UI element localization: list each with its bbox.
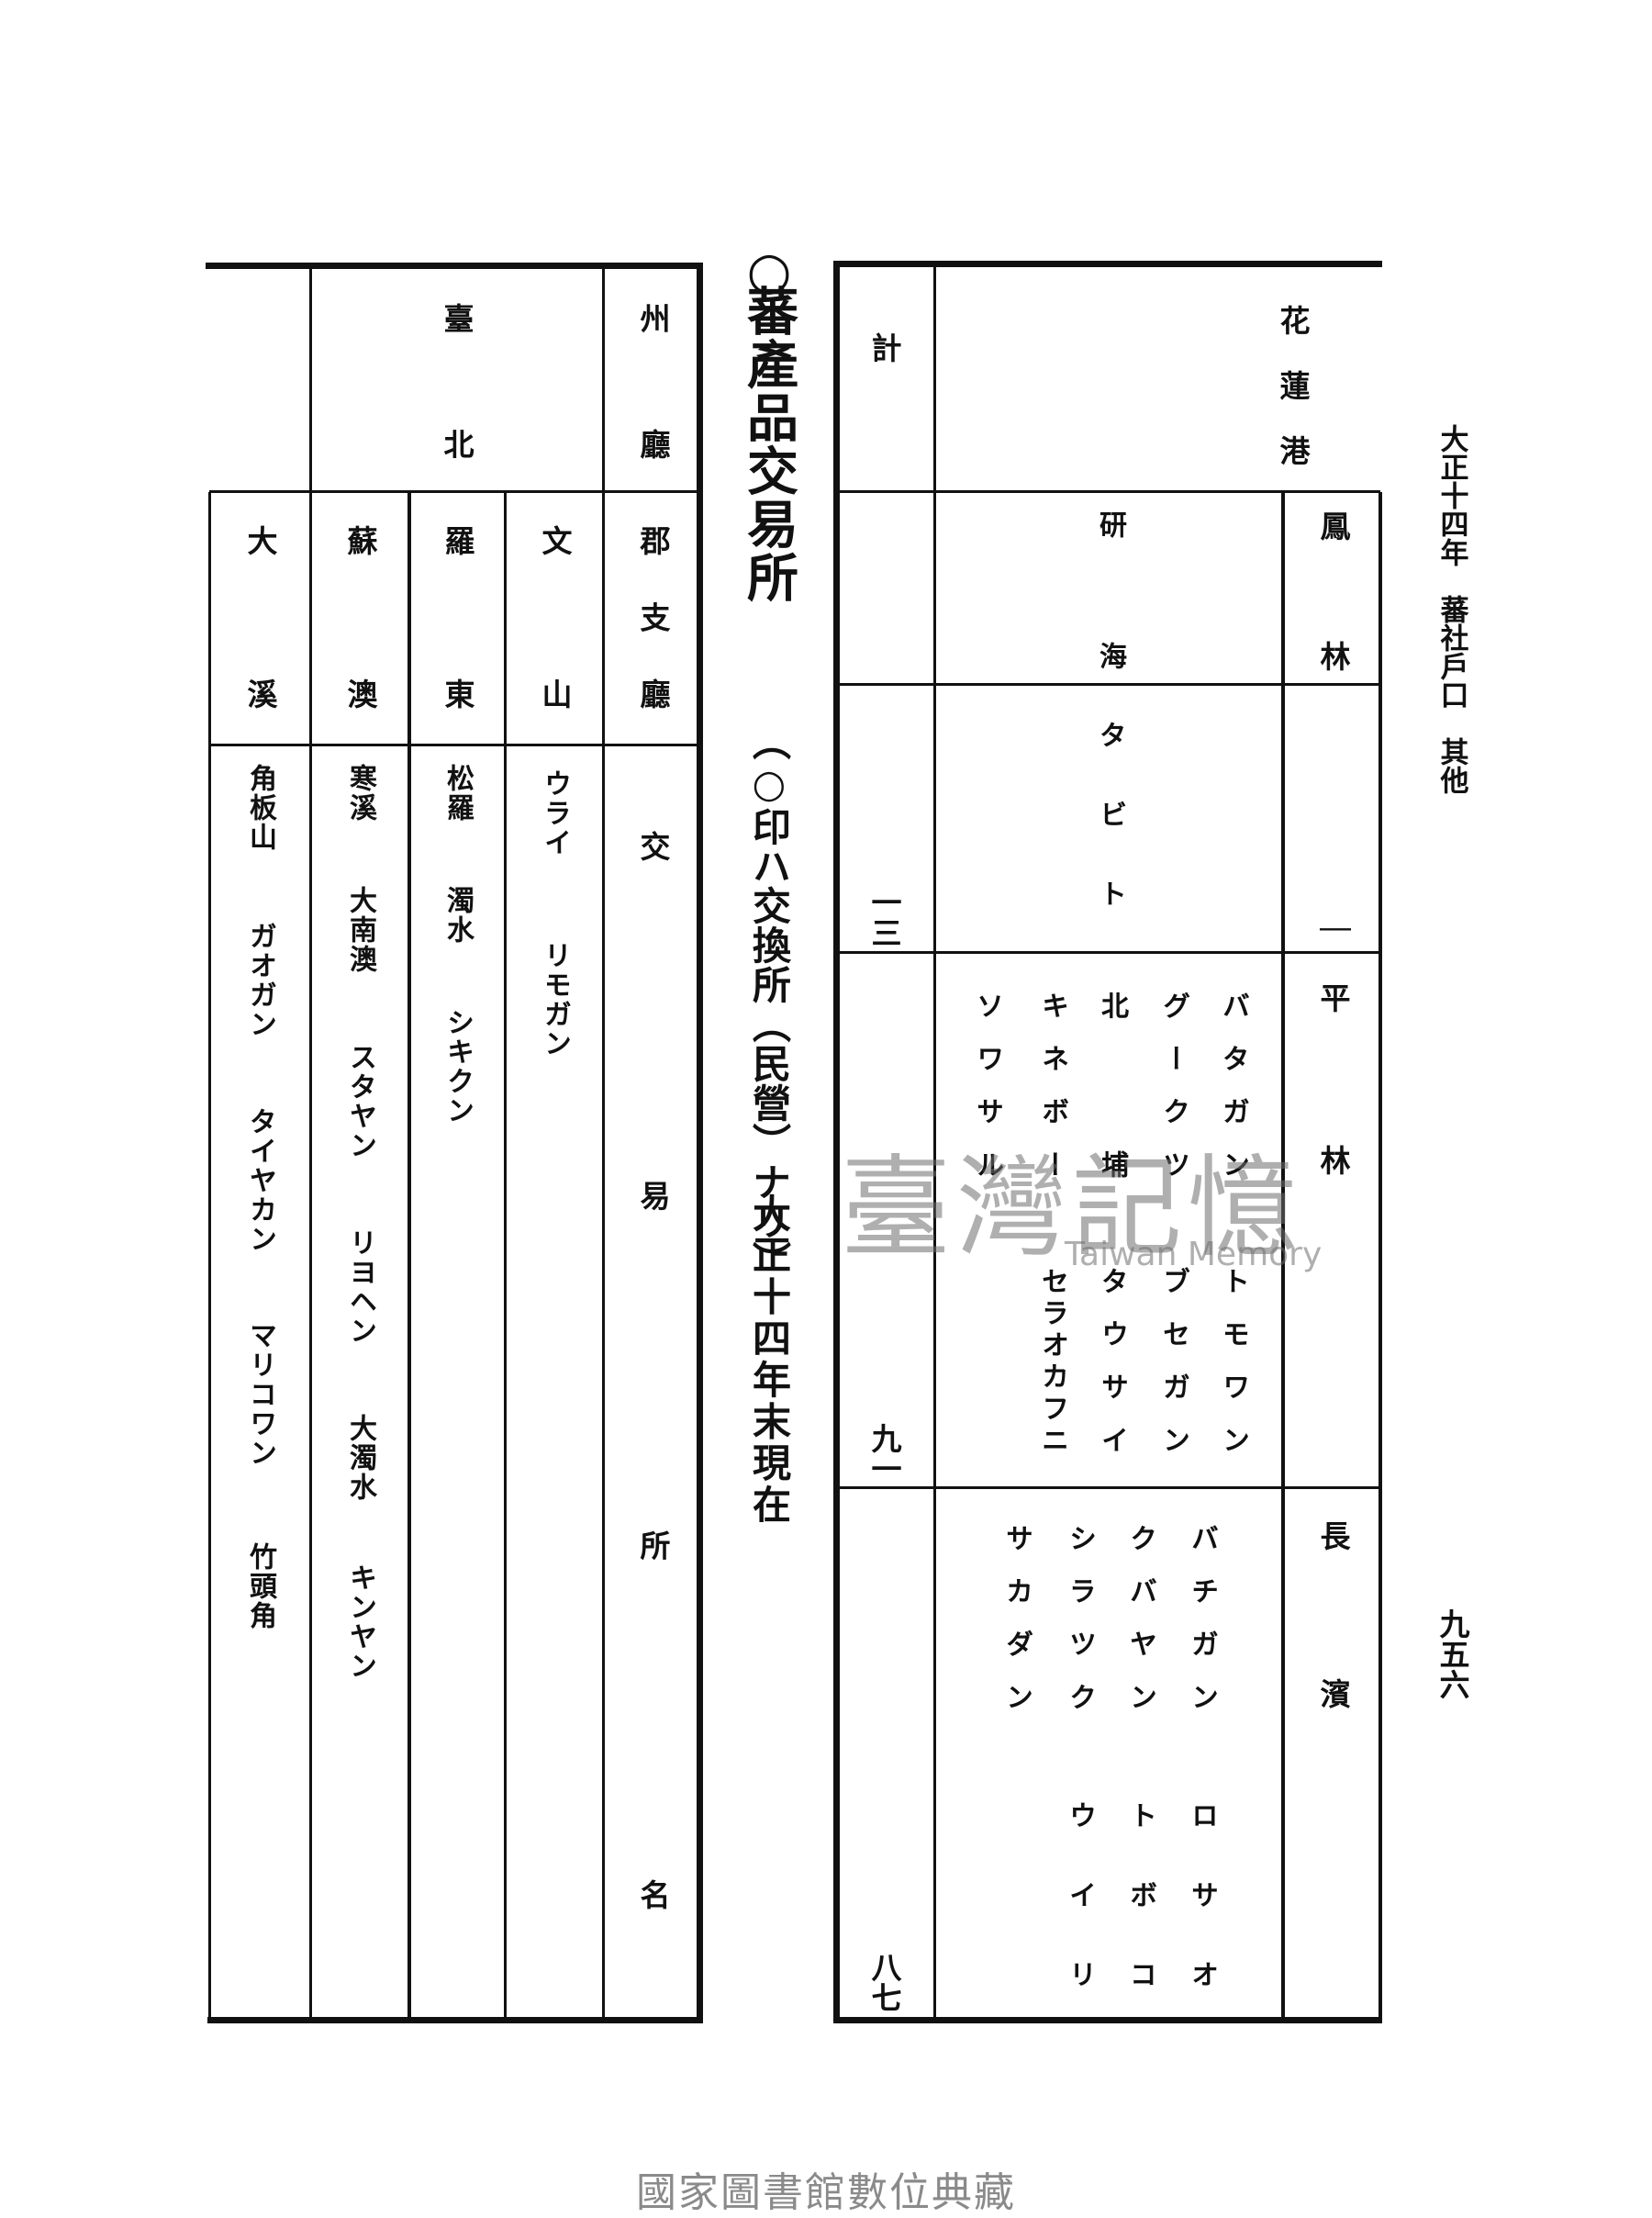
prefecture-hualien: 花蓮港: [1275, 305, 1311, 465]
trading-post: ブセガン: [1157, 1267, 1189, 1455]
trading-post: キネボー: [1036, 991, 1068, 1180]
district-name: 鳳林: [1315, 510, 1351, 671]
trading-post: セラオカフニ: [1036, 1267, 1068, 1455]
title-note: （○印ハ交換所（民營）ナリ）: [746, 722, 792, 1281]
watermark-logo: 臺灣記憶: [841, 1145, 1303, 1272]
row-total: 一三: [866, 887, 902, 947]
trading-post: 研海: [1094, 510, 1126, 671]
trading-post: タイヤカン: [244, 1107, 276, 1254]
row-total: 八七: [866, 1952, 902, 2012]
trading-post: クバヤン: [1124, 1524, 1156, 1712]
district-name: 羅東: [440, 525, 475, 709]
trading-post: ソワサル: [971, 991, 1003, 1180]
trading-post: 竹頭角: [244, 1542, 276, 1630]
trading-post: 濁水: [441, 886, 474, 945]
page-number: 九五六: [1434, 1608, 1470, 1699]
trading-post: 北埔: [1096, 991, 1128, 1180]
trading-post: 角板山: [244, 764, 276, 852]
trading-post: タビト: [1094, 721, 1126, 909]
trading-post: グークツ: [1157, 991, 1189, 1180]
district-name: 平林: [1315, 982, 1351, 1175]
trading-post: 松羅: [441, 764, 474, 823]
trading-post: キンヤン: [344, 1563, 376, 1681]
trading-post: バタガン: [1217, 991, 1249, 1180]
header-district: 郡支廳: [635, 525, 671, 709]
trading-post: 寒溪: [344, 764, 376, 823]
trading-post: マリコワン: [244, 1321, 276, 1468]
header-total: 計: [866, 332, 902, 363]
trading-post: トボコ: [1124, 1801, 1156, 1989]
trading-post: シキクン: [441, 1008, 474, 1126]
footer-library-credit: 國家圖書館數位典藏: [636, 2169, 1016, 2216]
trading-post: ガオガン: [244, 922, 276, 1039]
trading-post: ウイリ: [1064, 1801, 1096, 1989]
district-name: 文山: [537, 525, 573, 709]
trading-post: ロサオ: [1186, 1801, 1218, 1989]
trading-post: リモガン: [539, 941, 571, 1059]
trading-post: トモワン: [1217, 1267, 1249, 1455]
trading-post: ウライ: [539, 769, 571, 857]
title-circle-mark: ○: [739, 241, 799, 303]
trading-post: 大濁水: [344, 1414, 376, 1502]
trading-post: リヨヘン: [344, 1228, 376, 1346]
header-trading-post-name: 交易所名: [635, 831, 671, 1910]
district-name: 長濱: [1315, 1520, 1351, 1708]
prefecture-taipei: 臺北: [439, 303, 474, 459]
row-total: 九一: [866, 1423, 902, 1484]
trading-post: スタヤン: [344, 1043, 376, 1160]
district-name: 蘇澳: [342, 525, 378, 709]
ditto-mark: ｜: [1315, 914, 1351, 945]
running-header: 大正十四年 蕃社戶口 其他: [1434, 424, 1468, 794]
district-name: 大溪: [242, 525, 278, 709]
watermark-text: Taiwan Memory: [1065, 1236, 1323, 1273]
trading-post: タウサイ: [1096, 1267, 1128, 1455]
trading-post: シラツク: [1064, 1524, 1096, 1712]
trading-post: バチガン: [1186, 1524, 1218, 1712]
page-title: 蕃產品交易所: [738, 285, 799, 604]
header-prefecture: 州廳: [635, 303, 671, 459]
trading-post: サカダン: [1000, 1524, 1032, 1712]
title-as-of-date: 大正十四年末現在: [746, 1193, 792, 1524]
trading-post: 大南澳: [344, 886, 376, 974]
